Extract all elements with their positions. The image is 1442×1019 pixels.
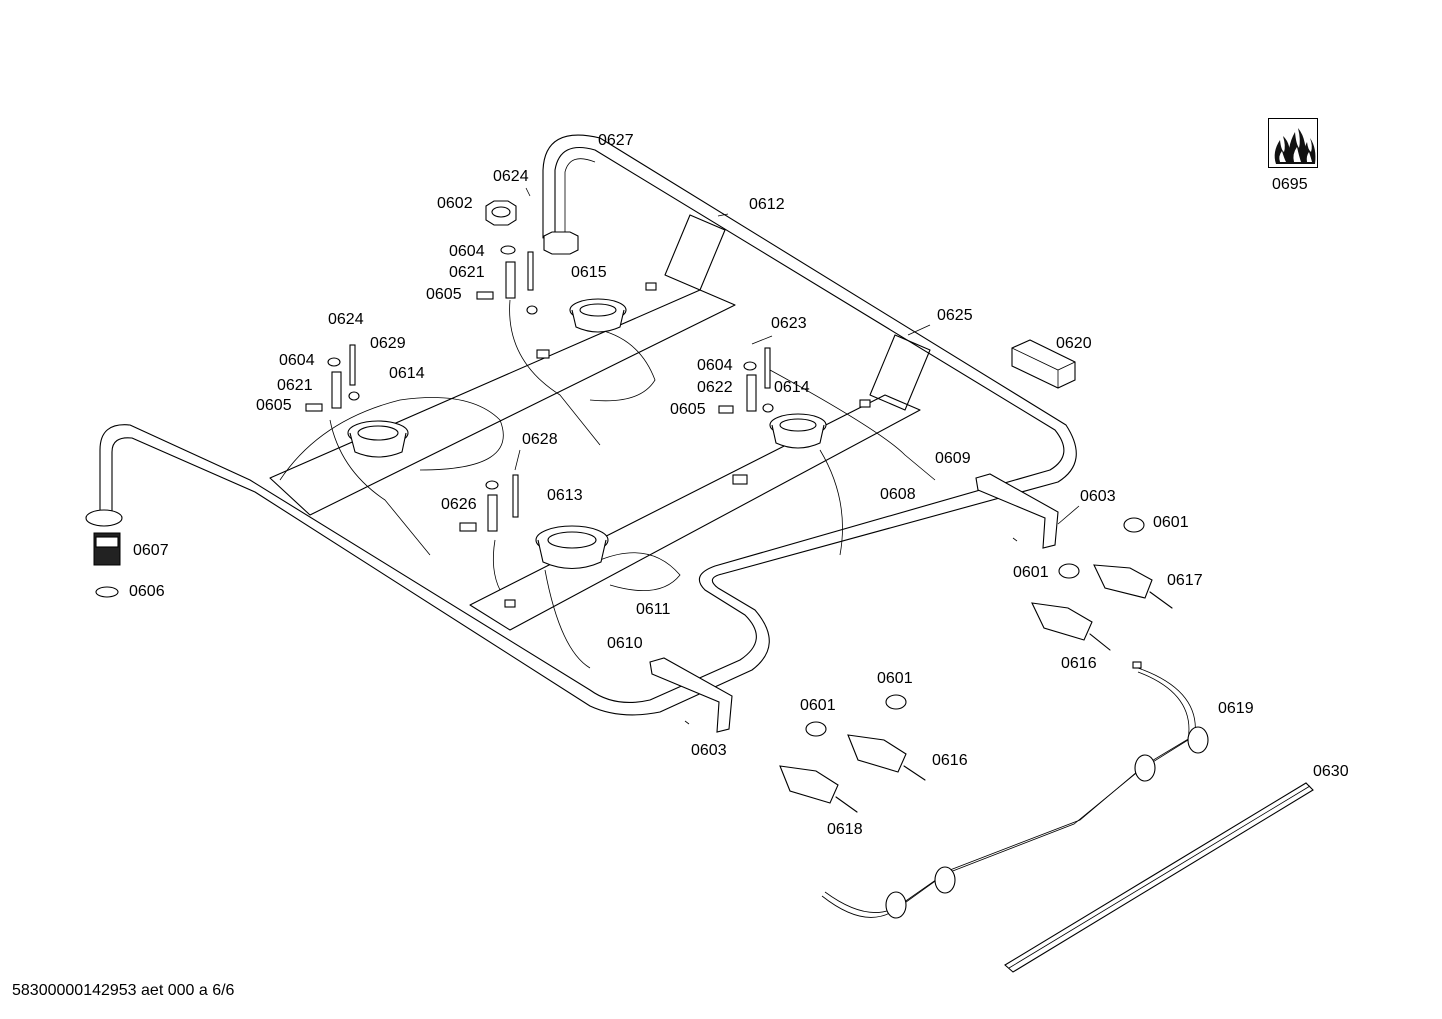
callout-0622: 0622 [697, 379, 733, 396]
callout-0615: 0615 [571, 264, 607, 281]
valve-0616-upper [1031, 563, 1111, 651]
valve-0618 [779, 721, 858, 813]
callout-0621: 0621 [277, 377, 313, 394]
callout-0695: 0695 [1272, 176, 1308, 193]
callout-0605: 0605 [670, 401, 706, 418]
callout-0601: 0601 [1013, 564, 1049, 581]
callout-0603: 0603 [1080, 488, 1116, 505]
valve-0616-lower [847, 694, 926, 781]
burner-cups [347, 298, 827, 570]
callout-0610: 0610 [607, 635, 643, 652]
callout-0623: 0623 [771, 315, 807, 332]
burner-cup-0615 [569, 298, 627, 333]
callout-0630: 0630 [1313, 763, 1349, 780]
callout-0613: 0613 [547, 487, 583, 504]
callout-0618: 0618 [827, 821, 863, 838]
callout-0616: 0616 [1061, 655, 1097, 672]
callout-0614: 0614 [389, 365, 425, 382]
callout-0616: 0616 [932, 752, 968, 769]
callout-0605: 0605 [256, 397, 292, 414]
burner-cup-0613 [535, 525, 609, 570]
callout-0625: 0625 [937, 307, 973, 324]
gas-flame-icon [1268, 118, 1318, 168]
leader-lines [514, 187, 1080, 725]
gas-pipe-frame [99, 134, 1077, 716]
callout-0604: 0604 [279, 352, 315, 369]
callout-0601: 0601 [800, 697, 836, 714]
switch-block [1011, 339, 1076, 389]
callout-0627: 0627 [598, 132, 634, 149]
callout-0611: 0611 [636, 601, 671, 618]
small-parts [305, 245, 774, 532]
callout-0609: 0609 [935, 450, 971, 467]
nuts [485, 200, 579, 255]
callout-0629: 0629 [370, 335, 406, 352]
callout-0608: 0608 [880, 486, 916, 503]
callout-0607: 0607 [133, 542, 169, 559]
callout-0626: 0626 [441, 496, 477, 513]
callout-0612: 0612 [749, 196, 785, 213]
callout-0605: 0605 [426, 286, 462, 303]
burner-cup-0614-right [769, 413, 827, 449]
callout-0624: 0624 [328, 311, 364, 328]
callout-0624: 0624 [493, 168, 529, 185]
callout-0617: 0617 [1167, 572, 1203, 589]
callout-0601: 0601 [1153, 514, 1189, 531]
inlet-connector [85, 509, 123, 598]
callout-0604: 0604 [697, 357, 733, 374]
gas-valves [779, 517, 1173, 813]
drawing-reference-code: 58300000142953 aet 000 a 6/6 [12, 982, 235, 999]
callout-0620: 0620 [1056, 335, 1092, 352]
callout-0601: 0601 [877, 670, 913, 687]
callout-0602: 0602 [437, 195, 473, 212]
callout-0614: 0614 [774, 379, 810, 396]
burner-rails [269, 214, 931, 631]
brackets [649, 473, 1059, 733]
ignition-harness [821, 661, 1209, 919]
burner-cup-0614-left [347, 420, 409, 458]
valve-0617 [1093, 517, 1173, 609]
seal-strip [1004, 782, 1314, 973]
callout-0606: 0606 [129, 583, 165, 600]
callout-0621: 0621 [449, 264, 485, 281]
callout-0628: 0628 [522, 431, 558, 448]
callout-0604: 0604 [449, 243, 485, 260]
electrodes [331, 251, 771, 532]
callout-0603: 0603 [691, 742, 727, 759]
callout-0619: 0619 [1218, 700, 1254, 717]
wire-leads [279, 299, 936, 669]
